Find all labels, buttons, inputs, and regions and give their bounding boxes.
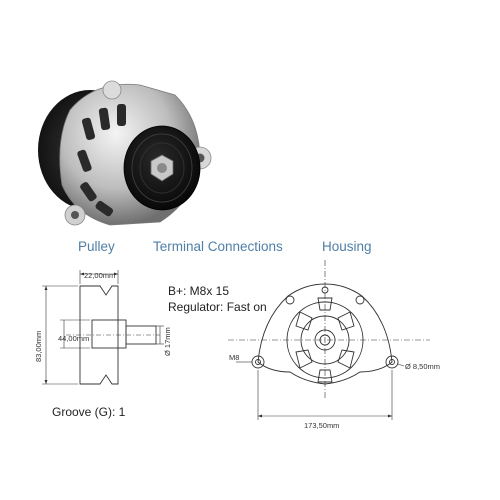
- housing-hole-label: Ø 8,50mm: [405, 362, 440, 371]
- pulley-title: Pulley: [78, 239, 115, 254]
- terminal-connections-title: Terminal Connections: [153, 239, 283, 254]
- terminal-regulator: Regulator: Fast on: [168, 300, 267, 314]
- housing-spacing-label: 173,50mm: [304, 421, 339, 430]
- pulley-hub-label: 44,00mm: [58, 334, 89, 343]
- housing-thread-label: M8: [229, 353, 239, 362]
- pulley-diameter-label: 83,00mm: [34, 331, 43, 362]
- groove-label: Groove (G): 1: [52, 405, 126, 419]
- pulley-width-label: 22,00mm: [84, 271, 115, 280]
- terminal-b-plus: B+: M8x 15: [168, 284, 230, 298]
- pulley-shaft-label: Ø 17mm: [163, 327, 172, 356]
- housing-title: Housing: [322, 239, 372, 254]
